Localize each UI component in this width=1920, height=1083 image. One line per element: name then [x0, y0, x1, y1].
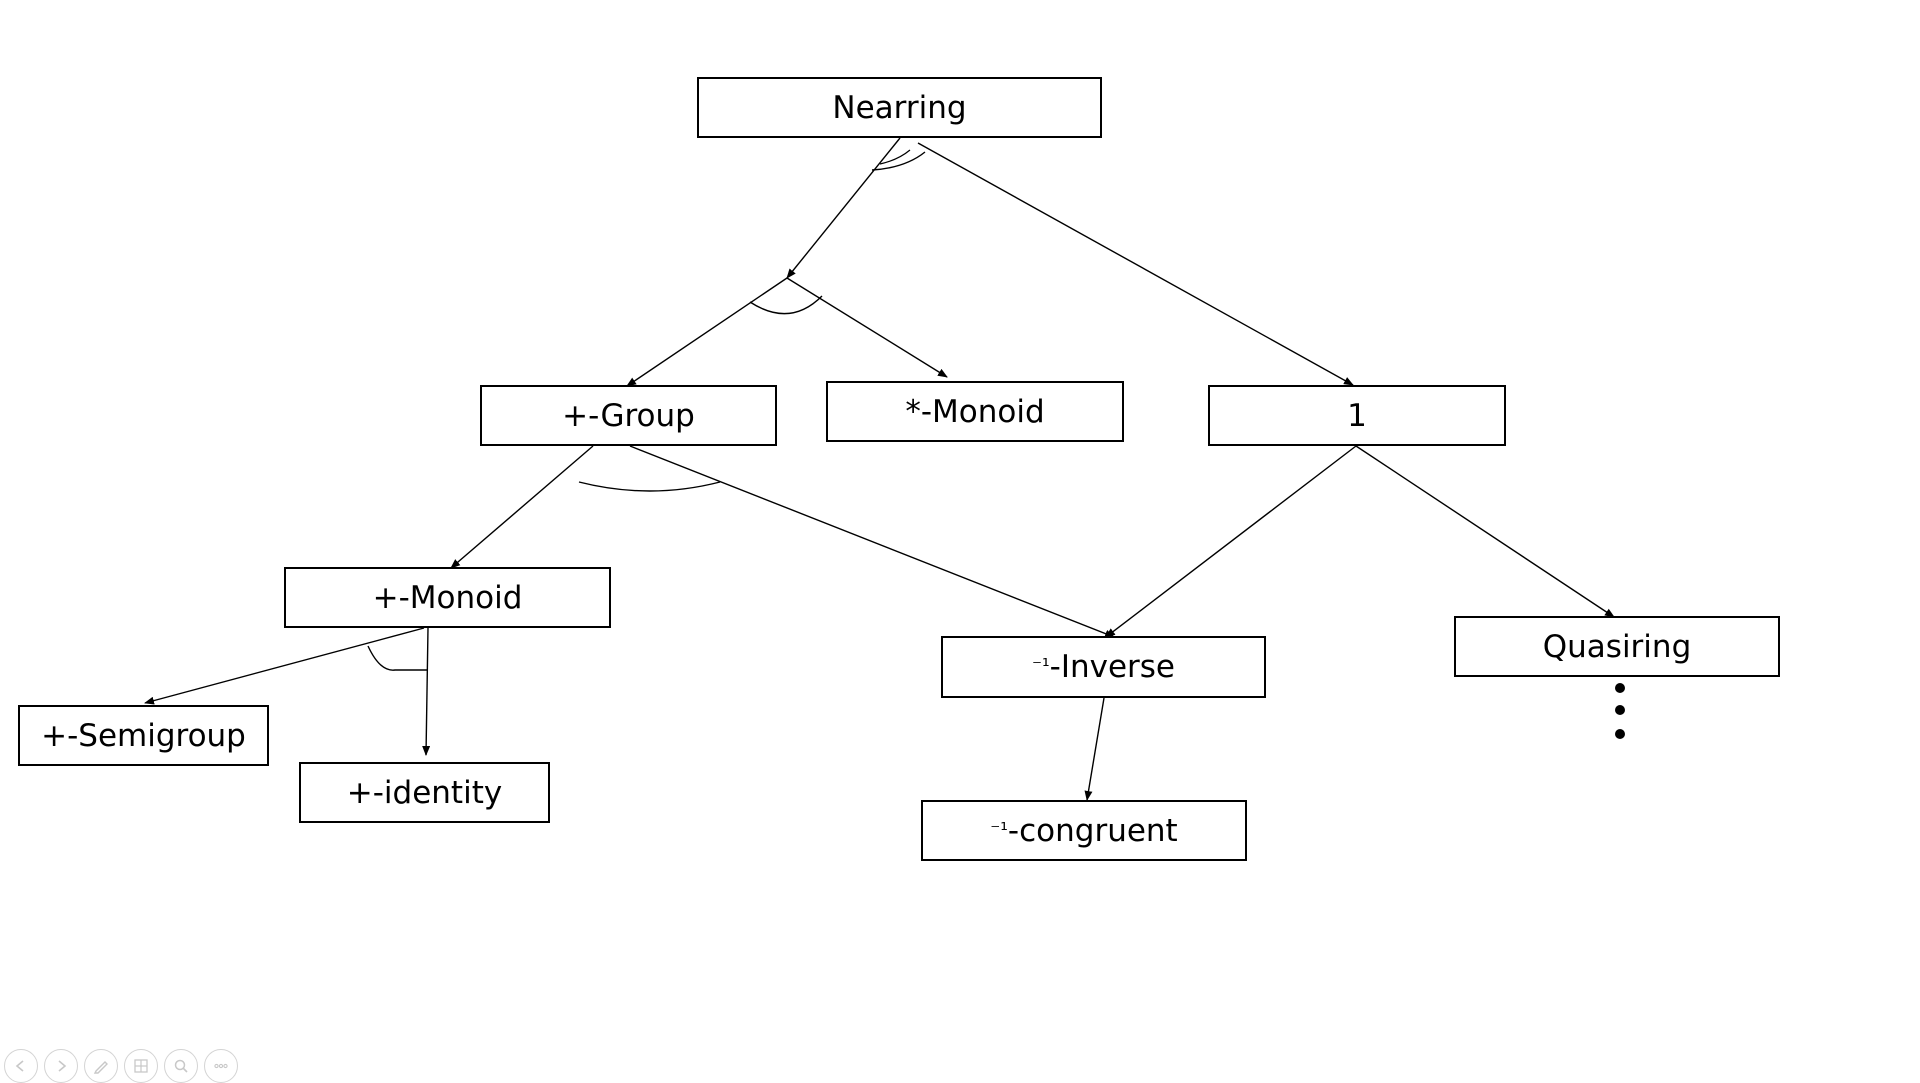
edge-plus-monoid-to-plus-semigroup [144, 627, 425, 705]
node-star-monoid-label: *-Monoid [905, 393, 1045, 430]
node-congruent-label: ⁻¹-congruent [990, 813, 1177, 849]
edge-plus-monoid-to-plus-identity [422, 627, 431, 756]
node-nearring-label: Nearring [832, 89, 967, 126]
more-icon[interactable] [204, 1049, 238, 1083]
node-quasiring: Quasiring [1454, 616, 1780, 677]
and-arc-nearring-inner [879, 149, 911, 165]
edge-nearring-to-one [917, 142, 1354, 386]
next-icon[interactable] [44, 1049, 78, 1083]
and-arc-plus-monoid [367, 645, 428, 671]
edge-junction-to-star-monoid [786, 277, 948, 378]
ellipsis-dot [1615, 729, 1625, 739]
node-one: 1 [1208, 385, 1506, 446]
node-congruent-prefix: ⁻¹ [990, 818, 1008, 841]
node-plus-group-label: +-Group [562, 397, 695, 434]
zoom-icon[interactable] [164, 1049, 198, 1083]
node-congruent: ⁻¹-congruent [921, 800, 1247, 861]
edge-inverse-to-congruent [1084, 697, 1105, 801]
node-one-label: 1 [1347, 397, 1367, 434]
and-arc-nearring [871, 151, 926, 171]
node-inverse-text: -Inverse [1049, 649, 1176, 685]
node-star-monoid: *-Monoid [826, 381, 1124, 442]
node-congruent-text: -congruent [1007, 812, 1178, 849]
edge-plus-group-to-inverse [629, 445, 1115, 638]
node-inverse-prefix: ⁻¹ [1031, 655, 1050, 677]
edge-one-to-inverse [1105, 445, 1357, 638]
edge-plus-group-to-plus-monoid [450, 445, 594, 569]
edge-one-to-quasiring [1355, 445, 1615, 618]
pen-icon[interactable] [84, 1049, 118, 1083]
node-quasiring-label: Quasiring [1542, 628, 1692, 665]
ellipsis-dot [1615, 705, 1625, 715]
edge-nearring-to-and-junction [786, 137, 901, 279]
ellipsis-dots [1613, 683, 1627, 743]
node-plus-semigroup: +-Semigroup [18, 705, 269, 766]
node-plus-monoid: +-Monoid [284, 567, 611, 628]
node-plus-identity: +-identity [299, 762, 550, 823]
node-nearring: Nearring [697, 77, 1102, 138]
node-inverse-label: ⁻¹-Inverse [1032, 649, 1175, 685]
node-plus-monoid-label: +-Monoid [372, 579, 523, 616]
node-inverse: ⁻¹-Inverse [941, 636, 1266, 698]
and-arc-plus-group [578, 481, 721, 492]
edge-junction-to-plus-group [626, 277, 788, 387]
slides-icon[interactable] [124, 1049, 158, 1083]
node-plus-identity-label: +-identity [346, 774, 503, 811]
and-arc-junction [749, 295, 823, 315]
node-plus-group: +-Group [480, 385, 777, 446]
node-plus-semigroup-label: +-Semigroup [41, 717, 246, 754]
previous-icon[interactable] [4, 1049, 38, 1083]
ellipsis-dot [1615, 683, 1625, 693]
slideshow-toolbar [4, 1049, 238, 1083]
